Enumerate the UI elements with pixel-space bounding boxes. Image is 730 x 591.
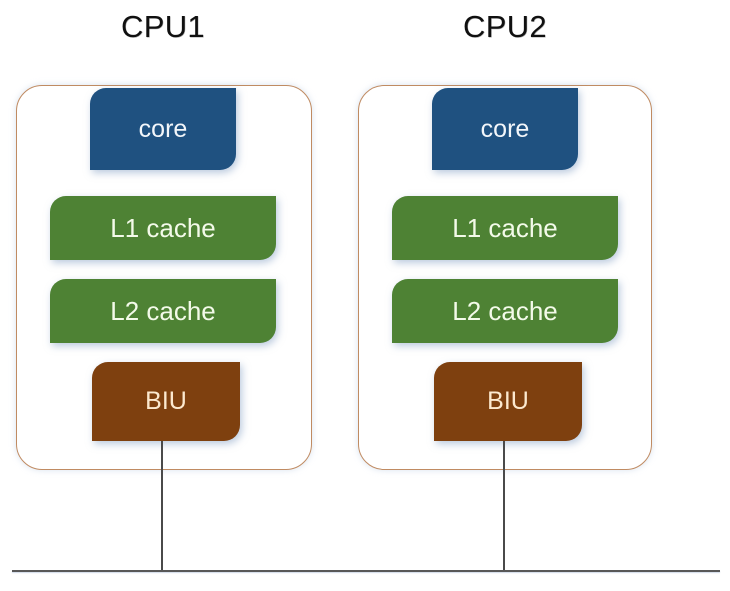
cpu1-l2-cache-block[interactable]: L2 cache bbox=[50, 279, 276, 343]
cpu2-biu-block[interactable]: BIU bbox=[434, 362, 582, 441]
cpu2-l1-cache-block[interactable]: L1 cache bbox=[392, 196, 618, 260]
cpu2-title: CPU2 bbox=[463, 9, 547, 44]
cpu1-core-block[interactable]: core bbox=[90, 88, 236, 170]
cpu2-core-block[interactable]: core bbox=[432, 88, 578, 170]
cpu1-bus-connector-line bbox=[161, 441, 163, 572]
cpu1-title: CPU1 bbox=[121, 9, 205, 44]
cpu1-biu-block[interactable]: BIU bbox=[92, 362, 240, 441]
cpu1-l1-cache-block[interactable]: L1 cache bbox=[50, 196, 276, 260]
cpu2-l2-cache-block[interactable]: L2 cache bbox=[392, 279, 618, 343]
system-bus-line bbox=[12, 570, 720, 572]
cpu2-bus-connector-line bbox=[503, 441, 505, 572]
